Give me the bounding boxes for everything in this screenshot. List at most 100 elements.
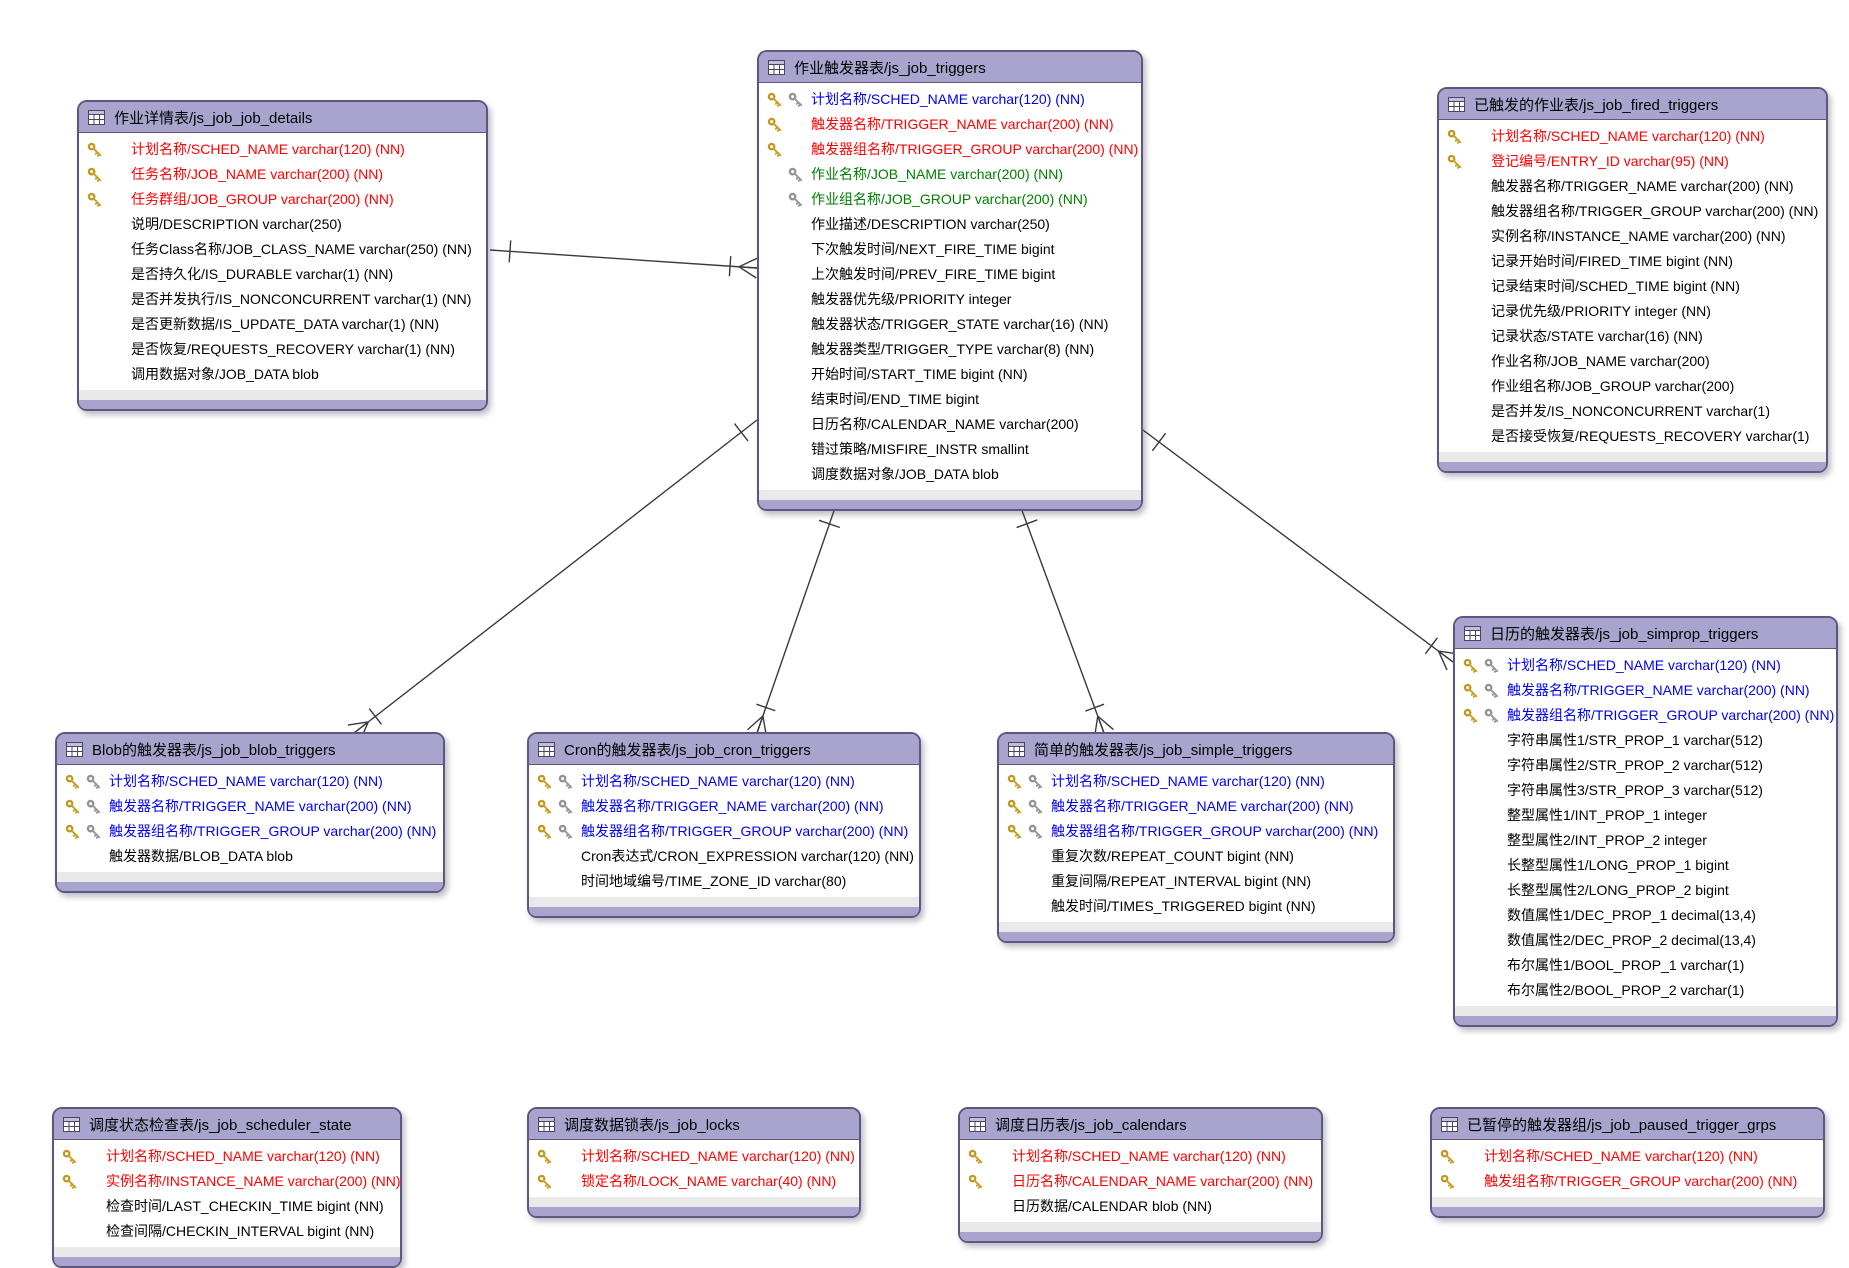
column-row[interactable]: 下次触发时间/NEXT_FIRE_TIME bigint xyxy=(759,237,1141,262)
column-row[interactable]: 结束时间/END_TIME bigint xyxy=(759,387,1141,412)
column-row[interactable]: 触发器名称/TRIGGER_NAME varchar(200) (NN) xyxy=(759,112,1141,137)
column-row[interactable]: 计划名称/SCHED_NAME varchar(120) (NN) xyxy=(54,1144,400,1169)
column-row[interactable]: 计划名称/SCHED_NAME varchar(120) (NN) xyxy=(57,769,443,794)
column-row[interactable]: 触发器组名称/TRIGGER_GROUP varchar(200) (NN) xyxy=(1455,703,1836,728)
column-row[interactable]: 记录状态/STATE varchar(16) (NN) xyxy=(1439,324,1826,349)
column-row[interactable]: 触发器名称/TRIGGER_NAME varchar(200) (NN) xyxy=(999,794,1393,819)
table-js_job_paused_trigger_grps[interactable]: 已暂停的触发器组/js_job_paused_trigger_grps 计划名称… xyxy=(1430,1107,1825,1218)
table-js_job_simple_triggers[interactable]: 简单的触发器表/js_job_simple_triggers 计划名称/SCHE… xyxy=(997,732,1395,943)
column-row[interactable]: 是否恢复/REQUESTS_RECOVERY varchar(1) (NN) xyxy=(79,337,486,362)
table-js_job_scheduler_state[interactable]: 调度状态检查表/js_job_scheduler_state 计划名称/SCHE… xyxy=(52,1107,402,1268)
column-row[interactable]: 说明/DESCRIPTION varchar(250) xyxy=(79,212,486,237)
column-row[interactable]: 触发器组名称/TRIGGER_GROUP varchar(200) (NN) xyxy=(1439,199,1826,224)
table-js_job_calendars[interactable]: 调度日历表/js_job_calendars 计划名称/SCHED_NAME v… xyxy=(958,1107,1323,1243)
column-row[interactable]: 计划名称/SCHED_NAME varchar(120) (NN) xyxy=(529,1144,859,1169)
column-row[interactable]: 是否更新数据/IS_UPDATE_DATA varchar(1) (NN) xyxy=(79,312,486,337)
column-row[interactable]: 检查时间/LAST_CHECKIN_TIME bigint (NN) xyxy=(54,1194,400,1219)
column-row[interactable]: 计划名称/SCHED_NAME varchar(120) (NN) xyxy=(529,769,919,794)
column-row[interactable]: 触发器名称/TRIGGER_NAME varchar(200) (NN) xyxy=(1439,174,1826,199)
column-row[interactable]: 触发器名称/TRIGGER_NAME varchar(200) (NN) xyxy=(529,794,919,819)
table-header[interactable]: 调度日历表/js_job_calendars xyxy=(960,1109,1321,1140)
column-row[interactable]: 重复间隔/REPEAT_INTERVAL bigint (NN) xyxy=(999,869,1393,894)
column-row[interactable]: 重复次数/REPEAT_COUNT bigint (NN) xyxy=(999,844,1393,869)
column-row[interactable]: 触发器组名称/TRIGGER_GROUP varchar(200) (NN) xyxy=(759,137,1141,162)
table-js_job_triggers[interactable]: 作业触发器表/js_job_triggers 计划名称/SCHED_NAME v… xyxy=(757,50,1143,511)
column-row[interactable]: 计划名称/SCHED_NAME varchar(120) (NN) xyxy=(1432,1144,1823,1169)
column-row[interactable]: 计划名称/SCHED_NAME varchar(120) (NN) xyxy=(1455,653,1836,678)
column-row[interactable]: 触发时间/TIMES_TRIGGERED bigint (NN) xyxy=(999,894,1393,919)
column-row[interactable]: 记录开始时间/FIRED_TIME bigint (NN) xyxy=(1439,249,1826,274)
table-header[interactable]: 已触发的作业表/js_job_fired_triggers xyxy=(1439,89,1826,120)
table-js_job_locks[interactable]: 调度数据锁表/js_job_locks 计划名称/SCHED_NAME varc… xyxy=(527,1107,861,1218)
column-row[interactable]: 调用数据对象/JOB_DATA blob xyxy=(79,362,486,387)
table-header[interactable]: 日历的触发器表/js_job_simprop_triggers xyxy=(1455,618,1836,649)
column-row[interactable]: 触发器数据/BLOB_DATA blob xyxy=(57,844,443,869)
column-row[interactable]: 是否并发执行/IS_NONCONCURRENT varchar(1) (NN) xyxy=(79,287,486,312)
table-header[interactable]: 作业详情表/js_job_job_details xyxy=(79,102,486,133)
table-js_job_blob_triggers[interactable]: Blob的触发器表/js_job_blob_triggers 计划名称/SCHE… xyxy=(55,732,445,893)
column-row[interactable]: 是否持久化/IS_DURABLE varchar(1) (NN) xyxy=(79,262,486,287)
column-row[interactable]: 实例名称/INSTANCE_NAME varchar(200) (NN) xyxy=(54,1169,401,1194)
column-row[interactable]: 数值属性1/DEC_PROP_1 decimal(13,4) xyxy=(1455,903,1836,928)
column-row[interactable]: 实例名称/INSTANCE_NAME varchar(200) (NN) xyxy=(1439,224,1826,249)
column-row[interactable]: 上次触发时间/PREV_FIRE_TIME bigint xyxy=(759,262,1141,287)
column-row[interactable]: 是否并发/IS_NONCONCURRENT varchar(1) xyxy=(1439,399,1826,424)
column-row[interactable]: 计划名称/SCHED_NAME varchar(120) (NN) xyxy=(1439,124,1826,149)
column-row[interactable]: 任务Class名称/JOB_CLASS_NAME varchar(250) (N… xyxy=(79,237,486,262)
column-row[interactable]: 数值属性2/DEC_PROP_2 decimal(13,4) xyxy=(1455,928,1836,953)
column-row[interactable]: 锁定名称/LOCK_NAME varchar(40) (NN) xyxy=(529,1169,859,1194)
column-row[interactable]: 长整型属性2/LONG_PROP_2 bigint xyxy=(1455,878,1836,903)
column-row[interactable]: 任务群组/JOB_GROUP varchar(200) (NN) xyxy=(79,187,486,212)
column-row[interactable]: 是否接受恢复/REQUESTS_RECOVERY varchar(1) xyxy=(1439,424,1826,449)
column-row[interactable]: 计划名称/SCHED_NAME varchar(120) (NN) xyxy=(79,137,486,162)
table-header[interactable]: 调度状态检查表/js_job_scheduler_state xyxy=(54,1109,400,1140)
table-header[interactable]: 调度数据锁表/js_job_locks xyxy=(529,1109,859,1140)
column-row[interactable]: Cron表达式/CRON_EXPRESSION varchar(120) (NN… xyxy=(529,844,919,869)
table-header[interactable]: Cron的触发器表/js_job_cron_triggers xyxy=(529,734,919,765)
column-row[interactable]: 字符串属性2/STR_PROP_2 varchar(512) xyxy=(1455,753,1836,778)
column-row[interactable]: 触发器优先级/PRIORITY integer xyxy=(759,287,1141,312)
table-header[interactable]: Blob的触发器表/js_job_blob_triggers xyxy=(57,734,443,765)
column-row[interactable]: 整型属性1/INT_PROP_1 integer xyxy=(1455,803,1836,828)
column-row[interactable]: 检查间隔/CHECKIN_INTERVAL bigint (NN) xyxy=(54,1219,400,1244)
column-row[interactable]: 作业组名称/JOB_GROUP varchar(200) xyxy=(1439,374,1826,399)
column-row[interactable]: 登记编号/ENTRY_ID varchar(95) (NN) xyxy=(1439,149,1826,174)
column-row[interactable]: 触发组名称/TRIGGER_GROUP varchar(200) (NN) xyxy=(1432,1169,1823,1194)
table-header[interactable]: 简单的触发器表/js_job_simple_triggers xyxy=(999,734,1393,765)
column-row[interactable]: 错过策略/MISFIRE_INSTR smallint xyxy=(759,437,1141,462)
column-row[interactable]: 触发器组名称/TRIGGER_GROUP varchar(200) (NN) xyxy=(999,819,1393,844)
column-row[interactable]: 计划名称/SCHED_NAME varchar(120) (NN) xyxy=(759,87,1141,112)
column-row[interactable]: 时间地域编号/TIME_ZONE_ID varchar(80) xyxy=(529,869,919,894)
column-row[interactable]: 作业描述/DESCRIPTION varchar(250) xyxy=(759,212,1141,237)
column-row[interactable]: 触发器类型/TRIGGER_TYPE varchar(8) (NN) xyxy=(759,337,1141,362)
table-header[interactable]: 作业触发器表/js_job_triggers xyxy=(759,52,1141,83)
column-row[interactable]: 整型属性2/INT_PROP_2 integer xyxy=(1455,828,1836,853)
column-row[interactable]: 记录结束时间/SCHED_TIME bigint (NN) xyxy=(1439,274,1826,299)
column-row[interactable]: 任务名称/JOB_NAME varchar(200) (NN) xyxy=(79,162,486,187)
column-row[interactable]: 字符串属性1/STR_PROP_1 varchar(512) xyxy=(1455,728,1836,753)
table-header[interactable]: 已暂停的触发器组/js_job_paused_trigger_grps xyxy=(1432,1109,1823,1140)
column-row[interactable]: 布尔属性2/BOOL_PROP_2 varchar(1) xyxy=(1455,978,1836,1003)
column-row[interactable]: 字符串属性3/STR_PROP_3 varchar(512) xyxy=(1455,778,1836,803)
column-row[interactable]: 触发器状态/TRIGGER_STATE varchar(16) (NN) xyxy=(759,312,1141,337)
column-row[interactable]: 作业名称/JOB_NAME varchar(200) (NN) xyxy=(759,162,1141,187)
column-row[interactable]: 日历名称/CALENDAR_NAME varchar(200) xyxy=(759,412,1141,437)
column-row[interactable]: 调度数据对象/JOB_DATA blob xyxy=(759,462,1141,487)
column-row[interactable]: 开始时间/START_TIME bigint (NN) xyxy=(759,362,1141,387)
table-js_job_simprop_triggers[interactable]: 日历的触发器表/js_job_simprop_triggers 计划名称/SCH… xyxy=(1453,616,1838,1027)
table-js_job_cron_triggers[interactable]: Cron的触发器表/js_job_cron_triggers 计划名称/SCHE… xyxy=(527,732,921,918)
column-row[interactable]: 触发器名称/TRIGGER_NAME varchar(200) (NN) xyxy=(1455,678,1836,703)
column-row[interactable]: 计划名称/SCHED_NAME varchar(120) (NN) xyxy=(999,769,1393,794)
column-row[interactable]: 长整型属性1/LONG_PROP_1 bigint xyxy=(1455,853,1836,878)
column-row[interactable]: 触发器名称/TRIGGER_NAME varchar(200) (NN) xyxy=(57,794,443,819)
column-row[interactable]: 布尔属性1/BOOL_PROP_1 varchar(1) xyxy=(1455,953,1836,978)
column-row[interactable]: 触发器组名称/TRIGGER_GROUP varchar(200) (NN) xyxy=(529,819,919,844)
column-row[interactable]: 作业组名称/JOB_GROUP varchar(200) (NN) xyxy=(759,187,1141,212)
column-row[interactable]: 计划名称/SCHED_NAME varchar(120) (NN) xyxy=(960,1144,1321,1169)
column-row[interactable]: 日历名称/CALENDAR_NAME varchar(200) (NN) xyxy=(960,1169,1321,1194)
column-row[interactable]: 记录优先级/PRIORITY integer (NN) xyxy=(1439,299,1826,324)
column-row[interactable]: 日历数据/CALENDAR blob (NN) xyxy=(960,1194,1321,1219)
column-row[interactable]: 触发器组名称/TRIGGER_GROUP varchar(200) (NN) xyxy=(57,819,443,844)
column-row[interactable]: 作业名称/JOB_NAME varchar(200) xyxy=(1439,349,1826,374)
table-js_job_job_details[interactable]: 作业详情表/js_job_job_details 计划名称/SCHED_NAME… xyxy=(77,100,488,411)
